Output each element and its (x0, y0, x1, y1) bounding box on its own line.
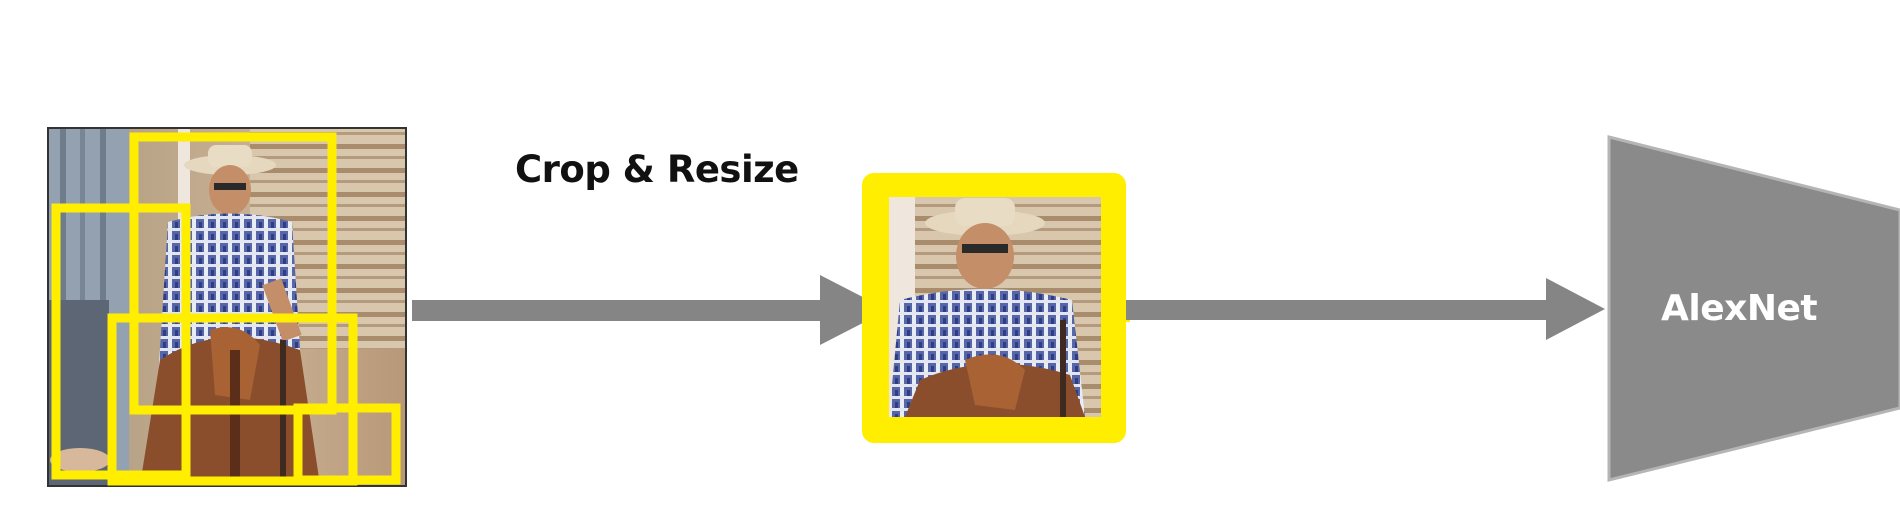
alexnet-label: AlexNet (1661, 288, 1818, 329)
region-proposal-box (107, 313, 358, 486)
cropped-region-photo (862, 173, 1126, 443)
region-proposal-boxes (51, 132, 401, 486)
region-proposal-box (293, 403, 401, 485)
region-proposal-box (129, 132, 337, 415)
arrow-crop-resize (412, 275, 888, 345)
original-photo (47, 127, 407, 487)
region-proposal-box (51, 203, 191, 480)
trapezoid-network-icon (1607, 135, 1900, 482)
arrow-to-network (1122, 278, 1605, 340)
crop-resize-label: Crop & Resize (515, 148, 799, 191)
